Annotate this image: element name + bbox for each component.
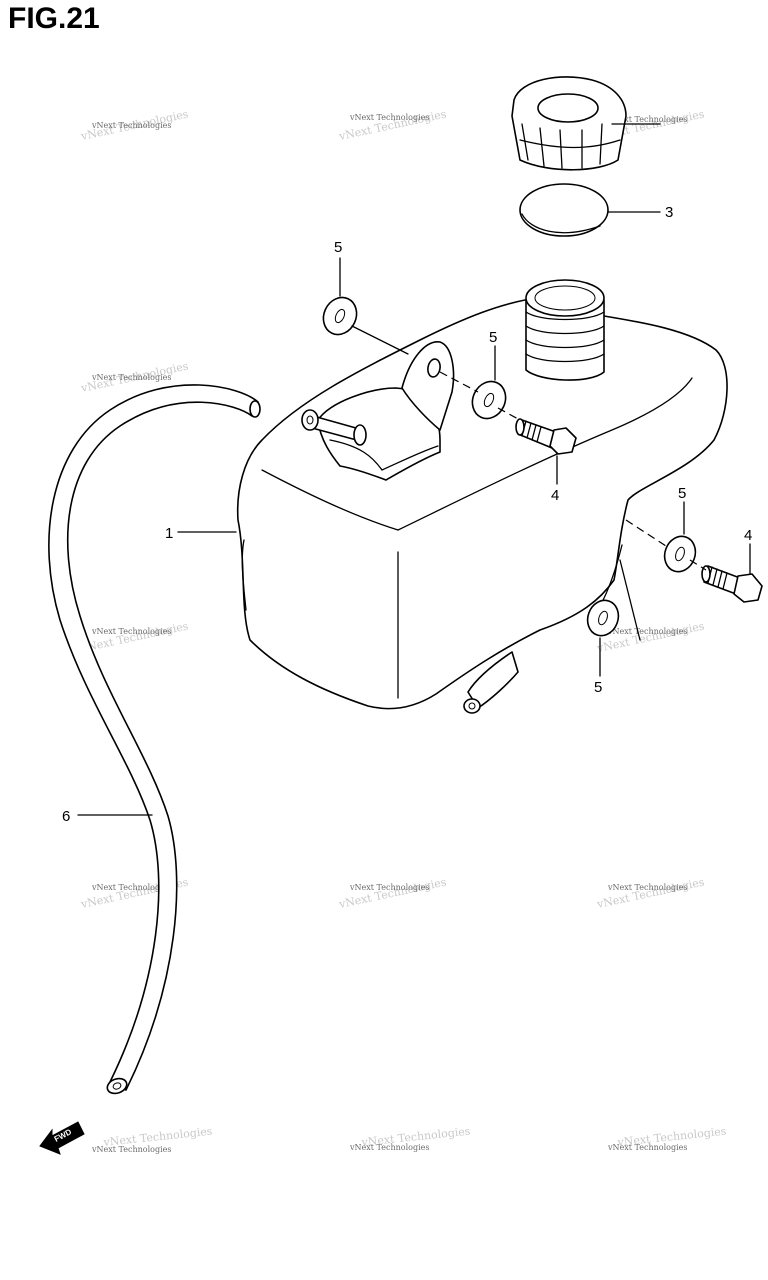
- gasket-part-3: [519, 183, 609, 237]
- svg-text:vNext Technologies: vNext Technologies: [79, 619, 190, 655]
- callout-5-c: 5: [678, 485, 686, 502]
- hose-part-6: [48, 384, 261, 1095]
- svg-text:vNext Technologies: vNext Technologies: [91, 1145, 171, 1154]
- washer-part-5-a: [322, 296, 358, 336]
- svg-text:vNext Technologies: vNext Technologies: [349, 113, 429, 122]
- figure-title: FIG.21: [8, 2, 100, 35]
- callout-1: 1: [165, 525, 173, 542]
- leader-lines: [77, 123, 751, 816]
- svg-text:vNext Technologies: vNext Technologies: [607, 115, 687, 124]
- washer-part-5-b: [471, 380, 507, 420]
- reservoir-cap-part-2: [511, 76, 627, 171]
- bolt-part-4-b: [701, 565, 763, 603]
- callout-5-a: 5: [334, 239, 342, 256]
- reservoir-tank-part-1: [236, 279, 728, 714]
- callout-4-a: 4: [551, 487, 559, 504]
- callout-labels: 1 3 4 4 5 5 5 5 6: [62, 204, 752, 825]
- svg-text:vNext Technologies: vNext Technologies: [91, 627, 171, 636]
- svg-text:vNext Technologies: vNext Technologies: [91, 121, 171, 130]
- callout-6: 6: [62, 808, 70, 825]
- svg-text:vNext Technologies: vNext Technologies: [91, 373, 171, 382]
- svg-text:vNext Technologies: vNext Technologies: [349, 883, 429, 892]
- washer-part-5-c: [663, 535, 697, 573]
- svg-text:vNext Technologies: vNext Technologies: [607, 883, 687, 892]
- callout-5-d: 5: [594, 679, 602, 696]
- forward-direction-arrow-icon: FWD: [39, 1121, 85, 1155]
- svg-text:vNext Technologies: vNext Technologies: [337, 875, 448, 911]
- svg-text:vNext Technologies: vNext Technologies: [607, 1143, 687, 1152]
- svg-text:vNext Technologies: vNext Technologies: [349, 1143, 429, 1152]
- callout-4-b: 4: [744, 527, 752, 544]
- svg-text:vNext Technologies: vNext Technologies: [91, 883, 171, 892]
- svg-text:vNext Technologies: vNext Technologies: [607, 627, 687, 636]
- bolt-part-4-a: [515, 418, 577, 455]
- callout-5-b: 5: [489, 329, 497, 346]
- washer-part-5-d: [586, 599, 620, 637]
- svg-text:vNext Technologies: vNext Technologies: [595, 875, 706, 911]
- callout-3: 3: [665, 204, 673, 221]
